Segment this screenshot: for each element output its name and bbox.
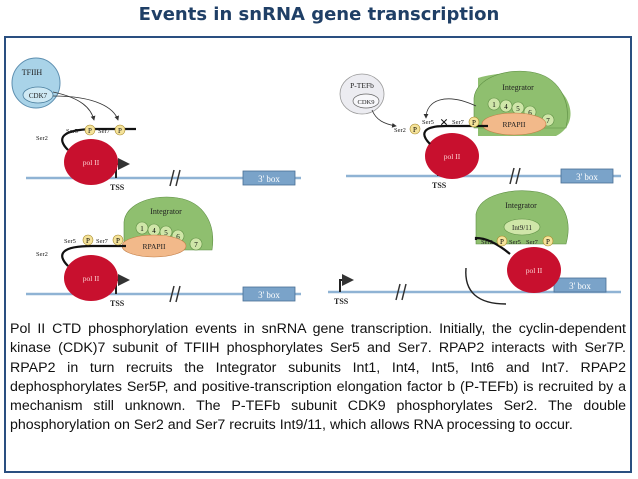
integrator (475, 190, 569, 245)
svg-text:P: P (472, 119, 476, 127)
panel-2: 3' box TSS pol II Integrator 1 4 5 6 7 R… (339, 70, 621, 190)
polii (64, 255, 118, 301)
rpapii-label: RPAPII (142, 242, 166, 251)
box-3prime (242, 170, 296, 186)
svg-text:P: P (86, 237, 90, 245)
tss-arrow (115, 274, 130, 294)
svg-text:P: P (118, 127, 122, 135)
panel-1: 3' box TSS pol II TFIIH CDK7 Ser2 Ser5 P… (11, 57, 301, 192)
tss-arrow (339, 274, 354, 292)
ser2-label: Ser2 (36, 135, 48, 142)
ctd-tail (474, 236, 511, 255)
int-7 (189, 237, 203, 251)
box-3prime (560, 168, 614, 184)
svg-text:1: 1 (492, 101, 496, 109)
svg-text:6: 6 (176, 233, 180, 241)
tss-label: TSS (334, 297, 349, 306)
ser7-label: Ser7 (96, 238, 109, 245)
ser2-label: Ser2 (36, 251, 48, 258)
tss-label: TSS (110, 183, 125, 192)
rpapii-label: RPAPII (502, 120, 526, 129)
cdk9 (352, 93, 380, 109)
phospho-ser7 (114, 124, 126, 136)
integrator-label: Integrator (150, 207, 182, 216)
ser5-label: Ser5 (66, 128, 78, 135)
svg-text:4: 4 (504, 103, 508, 111)
polii (507, 247, 561, 293)
svg-text:P: P (88, 127, 92, 135)
ctd-tail (61, 244, 126, 267)
phospho-ser2 (409, 123, 421, 135)
svg-text:P: P (413, 126, 417, 134)
polii-label: pol II (83, 158, 100, 167)
ctd-tail (423, 124, 488, 145)
box-3prime-label: 3' box (258, 290, 280, 300)
ser7-label: Ser7 (98, 128, 111, 135)
phospho-ser7 (468, 116, 480, 128)
svg-text:P: P (546, 238, 550, 246)
ser2-label: Ser2 (394, 127, 406, 134)
phospho-ser2 (496, 235, 508, 247)
ser5-label: Ser5 (422, 119, 434, 126)
polii (64, 139, 118, 185)
svg-text:1: 1 (140, 225, 144, 233)
polii-label: pol II (83, 274, 100, 283)
ser5-label: Ser5 (64, 238, 76, 245)
figure-caption: Pol II CTD phosphorylation events in snR… (10, 321, 626, 434)
phospho-ser7 (112, 234, 124, 246)
phospho-ser7 (542, 235, 554, 247)
int-1 (487, 97, 501, 111)
box-3prime (242, 286, 296, 302)
int-4 (499, 99, 513, 113)
snrna-transcription-diagram: 3' box TSS pol II TFIIH CDK7 Ser2 Ser5 P… (11, 57, 621, 308)
box-3prime-label: 3' box (576, 172, 598, 182)
svg-text:P: P (116, 237, 120, 245)
svg-text:4: 4 (152, 227, 156, 235)
svg-text:P: P (500, 238, 504, 246)
phospho-ser5 (84, 124, 96, 136)
ptefb-label: P-TEFb (350, 81, 374, 90)
slide-title: Events in snRNA gene transcription (138, 4, 500, 25)
cdk7 (22, 86, 54, 104)
integrator (473, 70, 568, 129)
ser7-label: Ser7 (452, 119, 465, 126)
tss-label: TSS (110, 299, 125, 308)
svg-text:5: 5 (516, 105, 520, 113)
rpapii (481, 112, 547, 136)
ser7-label: Ser7 (526, 239, 539, 246)
tfiih-label: TFIIH (22, 68, 43, 77)
polii (425, 133, 479, 179)
integrator-label: Integrator (505, 201, 537, 210)
integrator-label: Integrator (502, 83, 534, 92)
polii-label: pol II (526, 266, 543, 275)
polii-label: pol II (444, 152, 461, 161)
cdk9-label: CDK9 (358, 99, 375, 106)
ser5-label: Ser5 (509, 239, 521, 246)
svg-text:6: 6 (528, 109, 532, 117)
int911-label: Int9/11 (512, 224, 532, 232)
box-3prime-label: 3' box (258, 174, 280, 184)
panel-4: 3' box TSS pol II Integrator Int9/11 Ser… (328, 190, 621, 306)
ser2-label: Ser2 (481, 239, 493, 246)
tss-label: TSS (432, 181, 447, 190)
box-3prime-label: 3' box (569, 281, 591, 291)
panel-3: 3' box TSS pol II Integrator 1 4 5 6 7 R… (26, 196, 301, 308)
svg-text:7: 7 (546, 117, 550, 125)
int911 (503, 218, 541, 236)
cdk7-label: CDK7 (29, 92, 48, 100)
int-1 (135, 221, 149, 235)
dephospho-cross: × (440, 115, 449, 131)
svg-text:7: 7 (194, 241, 198, 249)
phospho-ser5 (82, 234, 94, 246)
tss-arrow (115, 158, 130, 178)
svg-text:5: 5 (164, 229, 168, 237)
rna-transcript (465, 267, 507, 305)
